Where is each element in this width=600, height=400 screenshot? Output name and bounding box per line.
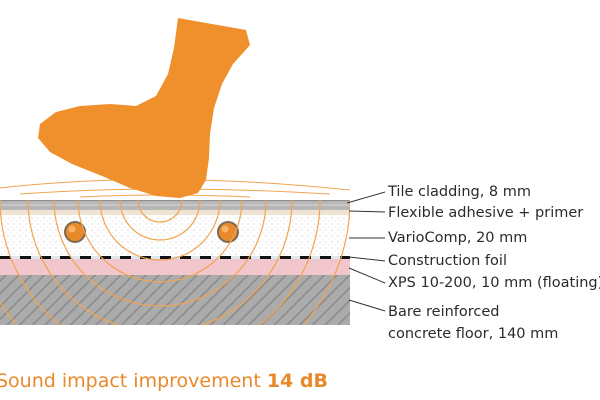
label-variocomp: VarioComp, 20 mm [388, 230, 528, 246]
label-flexible-adhesive: Flexible adhesive + primer [388, 205, 584, 221]
label-concrete-line1: Bare reinforced [388, 304, 500, 320]
layer-stack [0, 200, 350, 325]
leader-lines [346, 191, 386, 312]
heating-pipe-icon [64, 221, 86, 243]
label-tile-cladding: Tile cladding, 8 mm [388, 184, 532, 200]
heating-pipes [64, 221, 239, 243]
caption-text: Sound impact improvement [0, 370, 267, 392]
adhesive-layer [0, 210, 350, 215]
foot-icon [38, 18, 250, 198]
label-xps: XPS 10-200, 10 mm (floating) [388, 275, 600, 291]
label-concrete-line2: concrete floor, 140 mm [388, 326, 559, 342]
variocomp-layer [0, 215, 350, 256]
xps-layer [0, 259, 350, 275]
heating-pipe-icon [217, 221, 239, 243]
impact-improvement-caption: Sound impact improvement 14 dB [0, 370, 328, 392]
caption-value: 14 dB [266, 370, 328, 392]
construction-foil-layer [0, 256, 350, 259]
label-construction-foil: Construction foil [388, 253, 507, 269]
